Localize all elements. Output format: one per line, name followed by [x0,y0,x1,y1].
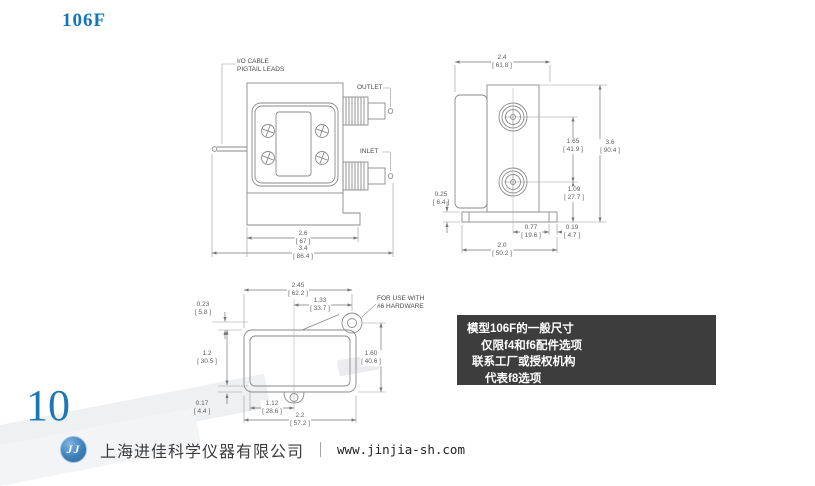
note-line: 联系工厂或授权机构 [472,356,576,368]
io-cable-label: I/O CABLE PIGTAIL LEADS [237,58,285,74]
company-name: 上海进佳科学仪器有限公司 [100,443,305,461]
dim-top-tab-drop: 0.17 [ 4.4 ] [193,400,211,415]
dim-top-hole-to-bottom: 1.60 [ 40.6 ] [360,350,382,366]
device-body-top [243,312,363,404]
page-number: 10 [26,381,70,430]
dim-top-overall-width: 2.45 [ 62.2 ] [287,282,309,298]
footer: JJ 上海进佳科学仪器有限公司 ｜ www.jinjia-sh.com [60,436,465,463]
base-flange [461,211,558,223]
leader-lines [211,63,394,257]
mounting-hole [347,318,357,328]
top-view-drawing [212,288,386,423]
inlet-label: INLET [360,148,379,155]
dim-side-flange-thickness: 0.25 [ 6.4 ] [432,191,450,206]
center-plate [275,111,312,177]
dimension-lines [223,288,383,422]
company-website: www.jinjia-sh.com [337,442,465,457]
front-view-drawing [211,63,394,257]
note-line: 仅限f4和f6配件选项 [481,339,582,352]
faceplate [251,102,339,187]
device-body-front [211,82,394,226]
hardware-label: FOR USE WITH #6 HARDWARE [377,295,425,311]
dim-top-body-depth: 1.2 [ 30.5 ] [197,350,217,365]
dim-top-hole-to-left: 1.12 [ 28.6 ] [261,400,283,416]
dim-top-body-width: 2.2 [ 57.2 ] [289,412,311,428]
dim-side-port-spacing: 1.65 [ 41.9 ] [562,138,584,154]
outlet-connector [342,96,394,126]
outlet-label: OUTLET [357,84,383,91]
dim-side-slot-to-center: 0.77 [ 19.6 ] [520,224,542,240]
dim-side-base-depth: 2.0 [ 50.2 ] [491,242,513,258]
dim-front-body-width: 2.6 [ 67 ] [294,230,312,246]
dim-side-depth: 2.4 [ 61.8 ] [491,54,513,70]
base-flange [246,193,361,226]
screw [315,151,329,165]
dim-top-tab-offset: 0.23 [ 5.8 ] [194,301,212,316]
note-line: 模型106F的一般尺寸 [467,323,574,335]
pigtail-leads [211,146,247,152]
dim-side-slot-to-edge: 0.19 [ 4.7 ] [563,224,581,239]
mounting-ear [301,314,340,331]
dim-side-inlet-to-base: 1.09 [ 27.7 ] [563,186,585,202]
screw [315,124,329,138]
device-body-side [454,84,558,223]
note-box: 模型106F的一般尺寸 仅限f4和f6配件选项 联系工厂或授权机构 代表f8选项 [457,315,716,385]
dim-side-overall-height: 3.6 [ 90.4 ] [599,139,621,155]
front-housing-profile [454,94,488,209]
screw [261,151,275,165]
company-logo-icon: JJ [60,436,87,463]
note-line: 代表f8选项 [485,372,542,385]
screw [261,124,275,138]
dim-top-hole-to-center: 1.33 [ 33.7 ] [309,297,331,313]
inlet-connector [342,161,394,191]
footer-separator: ｜ [313,442,329,459]
page-title-model: 106F [62,10,107,31]
dim-front-overall-width: 3.4 [ 86.4 ] [292,245,314,261]
